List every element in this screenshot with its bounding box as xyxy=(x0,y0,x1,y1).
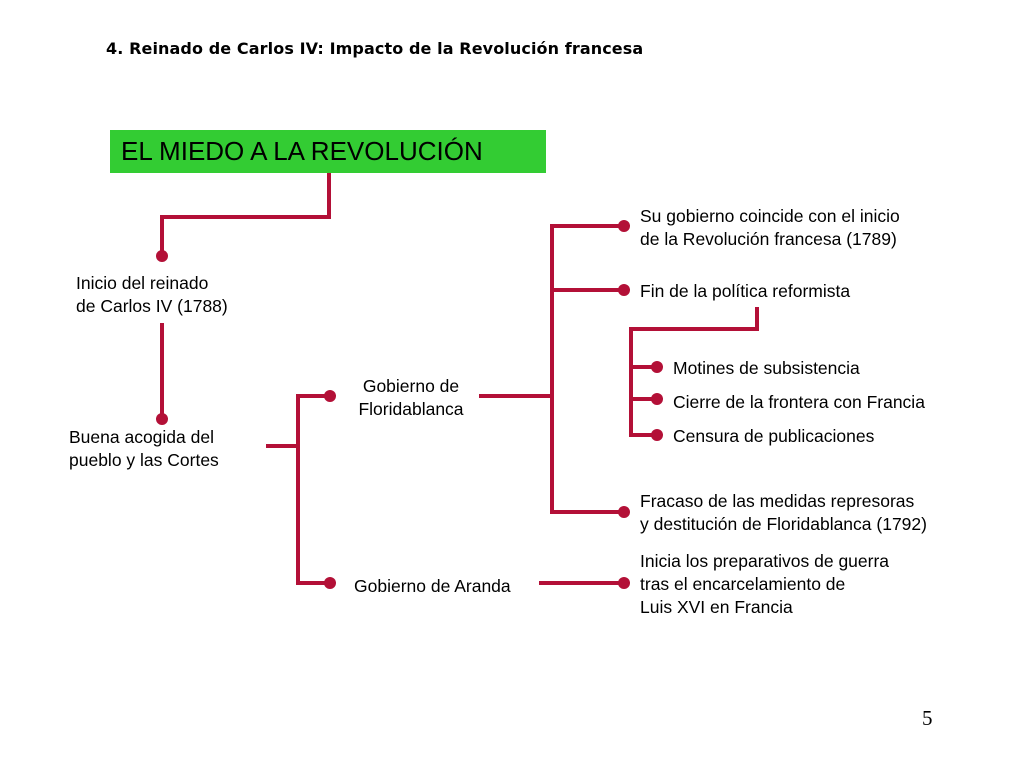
node-guerra: Inicia los preparativos de guerra tras e… xyxy=(640,550,889,619)
node-revolucion-inicio: Su gobierno coincide con el inicio de la… xyxy=(640,205,900,251)
node-dot-motines xyxy=(651,361,663,373)
node-fracaso-line: y destitución de Floridablanca (1792) xyxy=(640,514,927,534)
node-dot-fracaso xyxy=(618,506,630,518)
node-fin-reformista: Fin de la política reformista xyxy=(640,281,851,301)
node-buena-acogida: Buena acogida del pueblo y las Cortes xyxy=(69,426,219,472)
connector-gobiernos-bracket xyxy=(296,394,330,585)
node-dot-floridablanca xyxy=(324,390,336,402)
node-dot-acogida xyxy=(156,413,168,425)
page-number: 5 xyxy=(922,706,933,730)
node-dot-fin-reformista xyxy=(618,284,630,296)
node-buena-acogida-line: Buena acogida del xyxy=(69,427,214,447)
node-revolucion-inicio-line: Su gobierno coincide con el inicio xyxy=(640,206,900,226)
node-dot-guerra xyxy=(618,577,630,589)
node-revolucion-inicio-line: de la Revolución francesa (1789) xyxy=(640,229,897,249)
node-gobierno-floridablanca-line: Floridablanca xyxy=(358,399,464,419)
node-inicio-reinado-line: Inicio del reinado xyxy=(76,273,209,293)
node-gobierno-floridablanca-line: Gobierno de xyxy=(362,376,460,396)
node-dot-censura xyxy=(651,429,663,441)
node-dot-aranda xyxy=(324,577,336,589)
node-guerra-line: Luis XVI en Francia xyxy=(640,597,793,617)
node-dot-revolucion xyxy=(618,220,630,232)
node-inicio-reinado-line: de Carlos IV (1788) xyxy=(76,296,228,316)
root-concept-label: EL MIEDO A LA REVOLUCIÓN xyxy=(121,136,483,166)
node-censura: Censura de publicaciones xyxy=(673,426,875,446)
slide-title: 4. Reinado de Carlos IV: Impacto de la R… xyxy=(106,39,644,58)
node-fracaso: Fracaso de las medidas represoras y dest… xyxy=(640,490,927,536)
node-dot-inicio xyxy=(156,250,168,262)
node-fracaso-line: Fracaso de las medidas represoras xyxy=(640,491,915,511)
node-guerra-line: Inicia los preparativos de guerra xyxy=(640,551,890,571)
connector-medidas-bracket xyxy=(629,327,657,437)
node-motines: Motines de subsistencia xyxy=(673,358,860,378)
node-guerra-line: tras el encarcelamiento de xyxy=(640,574,846,594)
node-cierre-frontera: Cierre de la frontera con Francia xyxy=(673,392,925,412)
node-inicio-reinado: Inicio del reinado de Carlos IV (1788) xyxy=(76,272,228,318)
root-concept-box: EL MIEDO A LA REVOLUCIÓN xyxy=(110,130,546,173)
connector-floridablanca-bracket xyxy=(550,224,624,514)
node-gobierno-floridablanca: Gobierno de Floridablanca xyxy=(344,375,478,421)
connector-medidas-stem xyxy=(631,307,759,331)
connector-root-to-inicio xyxy=(160,173,331,255)
node-buena-acogida-line: pueblo y las Cortes xyxy=(69,450,219,470)
node-gobierno-aranda: Gobierno de Aranda xyxy=(354,576,511,596)
node-dot-cierre xyxy=(651,393,663,405)
